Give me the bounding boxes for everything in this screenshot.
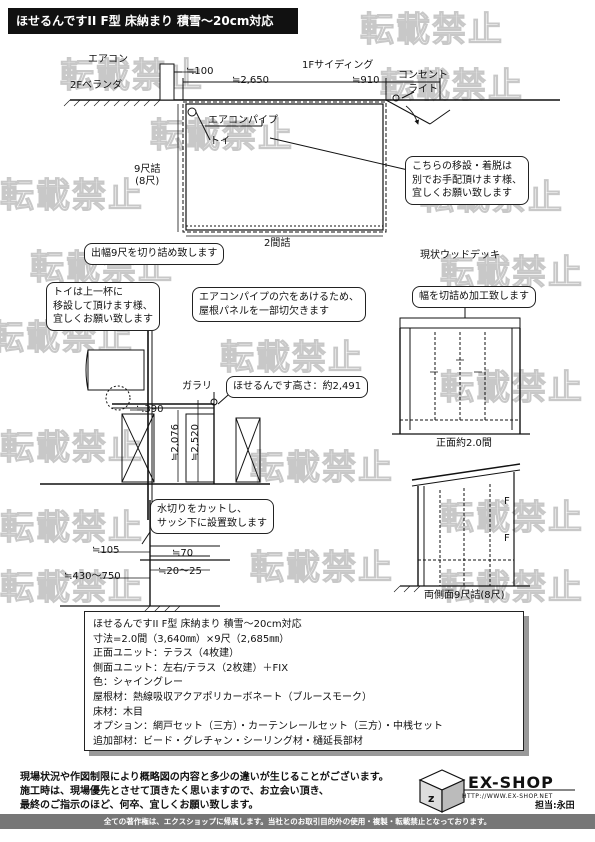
light-label: ライト [408,84,438,95]
callout-pipe-hole: エアコンパイプの穴をあけるため、 屋根パネルを一部切欠きます [192,287,366,322]
dim-2650: ≒2,650 [232,75,270,86]
callout-gutter-move: トイは上一杯に 移設して頂けます様、 宜しくお願い致します [46,282,160,331]
side-elevation-label: 両側面9尺詰(8尺) [424,590,505,601]
dim-100: ≒100 [186,66,214,77]
note-line: 最終のご指示のほど、何卒、宜しくお願い致します。 [20,800,259,811]
callout-width-cut: 幅を切詰め加工致します [412,286,536,308]
outlet-label: コンセント [398,70,448,81]
disclaimer-notes: 現場状況や作図制限により概略図の内容と多少の違いが生じることがございます。 施工… [20,771,389,813]
staff-label: 担当:永田 [535,801,575,811]
spec-line: ほせるんですII F型 床納まり 積雪～20cm対応 [93,619,302,630]
spec-line: オプション：網戸セット（三方）・カーテンレールセット（三方）・中桟セット [93,721,443,733]
page-title: ほせるんですII F型 床納まり 積雪～20cm対応 [8,8,298,34]
note-line: 施工時は、現場優先とさせて頂きたく思いますので、お立会い頂き、 [20,786,329,797]
callout-depth-cut: 出幅9尺を切り詰め致します [84,243,225,265]
side-section [40,330,270,613]
veranda-label: 2Fベランダ [70,80,123,91]
front-elevation [392,302,530,435]
side-elevation [393,463,530,593]
aircon-pipe-label: エアコンパイプ [208,115,278,126]
aircon-label: エアコン [88,54,128,65]
dim-70: ≒70 [172,548,194,559]
spec-line: 色：シャイングレー [93,677,183,689]
depth-label: 9尺詰 (8尺) [134,164,161,187]
note-line: 現場状況や作図制限により概略図の内容と多少の違いが生じることがございます。 [20,772,389,783]
brand-name: EX-SHOP [468,773,554,792]
fix-label: F [504,533,510,544]
spec-line: 屋根材：熱線吸収アクアポリカーボネート（ブルースモーク） [93,691,372,703]
dim-2076: ≒2,076 [170,424,181,462]
spec-line: 正面ユニット：テラス（4枚建） [93,648,240,660]
width-label: 2間詰 [264,238,291,249]
copyright-footer: 全ての著作権は、エクスショップに帰属します。当社とのお取引目的外の使用・複製・転… [0,814,595,829]
spec-box: ほせるんですII F型 床納まり 積雪～20cm対応 寸法=2.0間（3,640… [84,611,524,751]
brand-url: HTTP://WWW.EX-SHOP.NET [462,793,553,800]
front-elevation-label: 正面約2.0間 [436,438,492,449]
spec-line: 床材：木目 [93,706,143,718]
plan-view [63,63,560,237]
brand-logo-icon: z [418,769,466,813]
callout-relocation: こちらの移設・着脱は 別でお手配頂けます様、 宜しくお願い致します [405,156,529,205]
dim-910: ≒910 [352,75,380,86]
dim-390: ≒390 [136,404,164,415]
dim-105: ≒105 [92,545,120,556]
spec-line: 追加部材：ビード・グレチャン・シーリング材・樋延長部材 [93,735,363,747]
spec-line: 寸法=2.0間（3,640㎜）×9尺（2,685㎜） [93,633,290,645]
svg-text:z: z [428,792,434,805]
spec-line: 側面ユニット：左右/テラス（2枚建）＋FIX [93,662,289,674]
railing-label: ガラリ [182,381,212,392]
siding-label: 1Fサイディング [302,60,374,71]
callout-height: ほせるんです高さ：約2,491 [226,376,369,398]
callout-flashing: 水切りをカットし、 サッシ下に設置致します [150,499,274,534]
dim-430-750: ≒430～750 [64,571,121,582]
dim-2520: ≒2,520 [190,424,201,462]
dim-20-25: ≒20～25 [158,566,202,577]
deck-label: 現状ウッドデッキ [420,250,500,261]
gutter-label: トイ [210,136,230,147]
fix-label: F [504,496,510,507]
